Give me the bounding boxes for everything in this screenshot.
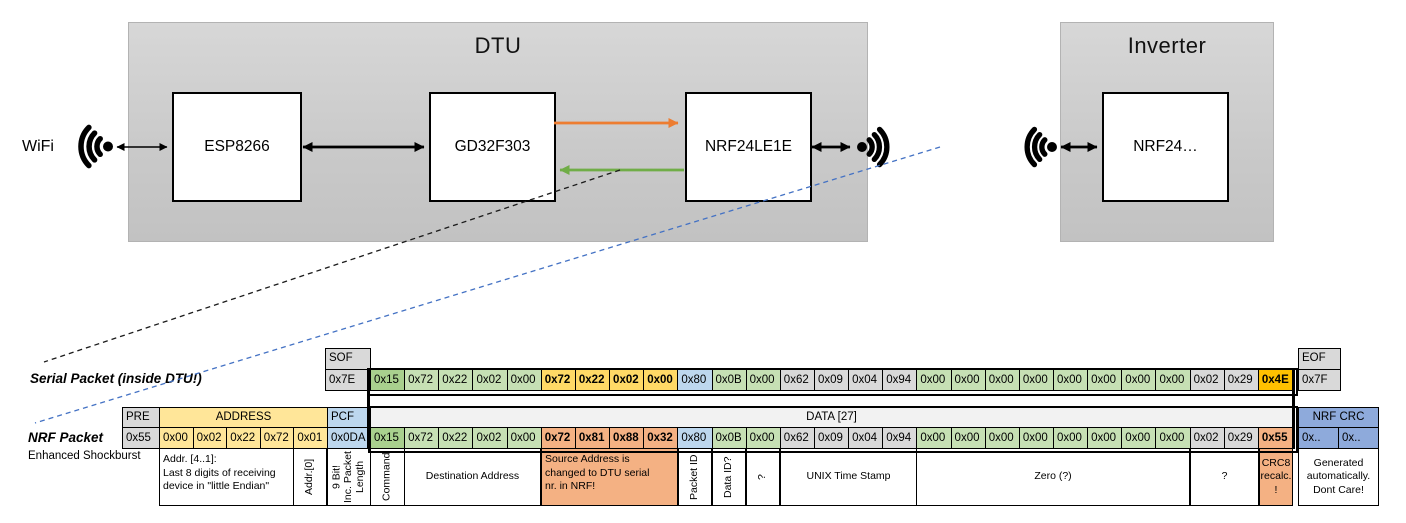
annotation-question-1: ? [746, 448, 780, 506]
serial-byte-6: 0x22 [574, 369, 611, 391]
nrf-byte-22: 0x00 [1121, 427, 1157, 449]
nrf-packet-label: NRF Packet [28, 430, 104, 445]
nrf-byte-14: 0x04 [848, 427, 884, 449]
nrf-byte-20: 0x00 [1053, 427, 1089, 449]
serial-byte-26: 0x4E [1257, 369, 1294, 391]
serial-byte-17: 0x00 [950, 369, 986, 391]
component-nrf24le1e: NRF24LE1E [685, 92, 812, 202]
serial-packet-label: Serial Packet (inside DTU!) [30, 371, 202, 386]
nrf-byte-26: 0x55 [1257, 427, 1294, 449]
nrf-byte-25: 0x29 [1223, 427, 1259, 449]
serial-byte-21: 0x00 [1087, 369, 1123, 391]
component-gd32f303: GD32F303 [429, 92, 556, 202]
annotation-command: Command [370, 448, 405, 506]
annotation-crc8: CRC8 recalc. ! [1259, 448, 1293, 506]
nrf-byte-13: 0x09 [813, 427, 850, 449]
annotation-question-2: ? [1190, 448, 1259, 506]
annotation-destination-address: Destination Address [404, 448, 541, 506]
serial-byte-5: 0x72 [540, 369, 576, 391]
annotation-generated: Generated automatically. Dont Care! [1298, 448, 1379, 506]
pre-header: PRE [122, 407, 160, 428]
nrf-byte-18: 0x00 [984, 427, 1020, 449]
nrf-byte-2: 0x22 [438, 427, 474, 449]
pre-value: 0x55 [122, 427, 160, 449]
sof-header: SOF [325, 348, 371, 370]
serial-byte-11: 0x00 [745, 369, 781, 391]
crc-header: NRF CRC [1298, 407, 1379, 428]
serial-byte-23: 0x00 [1155, 369, 1191, 391]
wifi-icon-inverter [1024, 126, 1057, 168]
nrf-byte-1: 0x72 [404, 427, 440, 449]
serial-byte-20: 0x00 [1053, 369, 1089, 391]
nrf-byte-7: 0x88 [609, 427, 645, 449]
pcf-header: PCF [327, 407, 371, 428]
nrf-byte-8: 0x32 [643, 427, 679, 449]
serial-byte-7: 0x02 [609, 369, 645, 391]
annotation-data-id: Data ID? [712, 448, 746, 506]
serial-byte-8: 0x00 [643, 369, 679, 391]
nrf-byte-9: 0x80 [677, 427, 713, 449]
nrf-byte-16: 0x00 [916, 427, 952, 449]
component-esp8266: ESP8266 [172, 92, 302, 202]
address-header: ADDRESS [159, 407, 328, 428]
annotation-unix-time-stamp: UNIX Time Stamp [780, 448, 917, 506]
enhanced-shockburst-label: Enhanced Shockburst [28, 450, 141, 462]
nrf-byte-24: 0x02 [1189, 427, 1225, 449]
address-byte-3: 0x72 [259, 427, 295, 449]
sof-value: 0x7E [325, 369, 371, 391]
wifi-icon-dtu-left [78, 124, 113, 169]
address-byte-1: 0x02 [192, 427, 228, 449]
serial-byte-25: 0x29 [1223, 369, 1259, 391]
annotation-pcf-9bit: 9 Bit! Inc. Packet Length [327, 448, 371, 506]
nrf-byte-17: 0x00 [950, 427, 986, 449]
eof-header: EOF [1298, 348, 1341, 370]
eof-value: 0x7F [1298, 369, 1341, 391]
serial-byte-1: 0x72 [404, 369, 440, 391]
nrf-byte-23: 0x00 [1155, 427, 1191, 449]
address-byte-4: 0x01 [293, 427, 329, 449]
serial-byte-10: 0x0B [711, 369, 747, 391]
address-byte-0: 0x00 [159, 427, 194, 449]
nrf-byte-15: 0x94 [882, 427, 918, 449]
serial-byte-0: 0x15 [370, 369, 406, 391]
crc-byte-1: 0x.. [1338, 427, 1379, 449]
address-byte-2: 0x22 [226, 427, 261, 449]
inverter-title: Inverter [1127, 33, 1207, 58]
serial-byte-14: 0x04 [848, 369, 884, 391]
wifi-label: WiFi [22, 138, 54, 155]
serial-byte-13: 0x09 [813, 369, 850, 391]
crc-byte-0: 0x.. [1298, 427, 1339, 449]
nrf-byte-0: 0x15 [370, 427, 406, 449]
nrf-byte-10: 0x0B [711, 427, 747, 449]
data-header: DATA [27] [370, 407, 1293, 428]
nrf-byte-11: 0x00 [745, 427, 781, 449]
serial-byte-19: 0x00 [1018, 369, 1055, 391]
serial-byte-24: 0x02 [1189, 369, 1225, 391]
component-nrf24: NRF24… [1102, 92, 1229, 202]
nrf-byte-3: 0x02 [472, 427, 508, 449]
dtu-title: DTU [474, 33, 522, 58]
serial-byte-12: 0x62 [779, 369, 815, 391]
serial-byte-22: 0x00 [1121, 369, 1157, 391]
serial-byte-4: 0x00 [506, 369, 542, 391]
annotation-zero: Zero (?) [916, 448, 1190, 506]
serial-byte-2: 0x22 [438, 369, 474, 391]
serial-byte-3: 0x02 [472, 369, 508, 391]
serial-byte-18: 0x00 [984, 369, 1020, 391]
nrf-byte-19: 0x00 [1018, 427, 1055, 449]
annotation-source-address: Source Address is changed to DTU serial … [541, 448, 678, 506]
serial-byte-15: 0x94 [882, 369, 918, 391]
serial-byte-9: 0x80 [677, 369, 713, 391]
pcf-value: 0x0DA [327, 427, 371, 449]
nrf-byte-21: 0x00 [1087, 427, 1123, 449]
nrf-byte-12: 0x62 [779, 427, 815, 449]
nrf-byte-6: 0x81 [574, 427, 611, 449]
annotation-packet-id: Packet ID [678, 448, 712, 506]
serial-byte-16: 0x00 [916, 369, 952, 391]
annotation-addr-0: Addr.[0] [293, 448, 327, 506]
nrf-byte-4: 0x00 [506, 427, 542, 449]
nrf-byte-5: 0x72 [540, 427, 576, 449]
